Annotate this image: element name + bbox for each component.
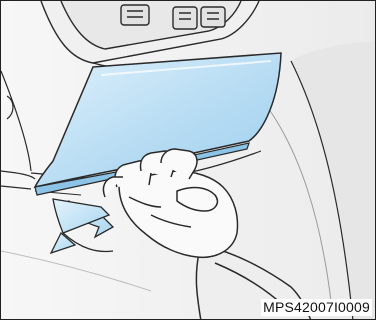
image-code-label: MPS42007I0009 <box>261 299 372 316</box>
